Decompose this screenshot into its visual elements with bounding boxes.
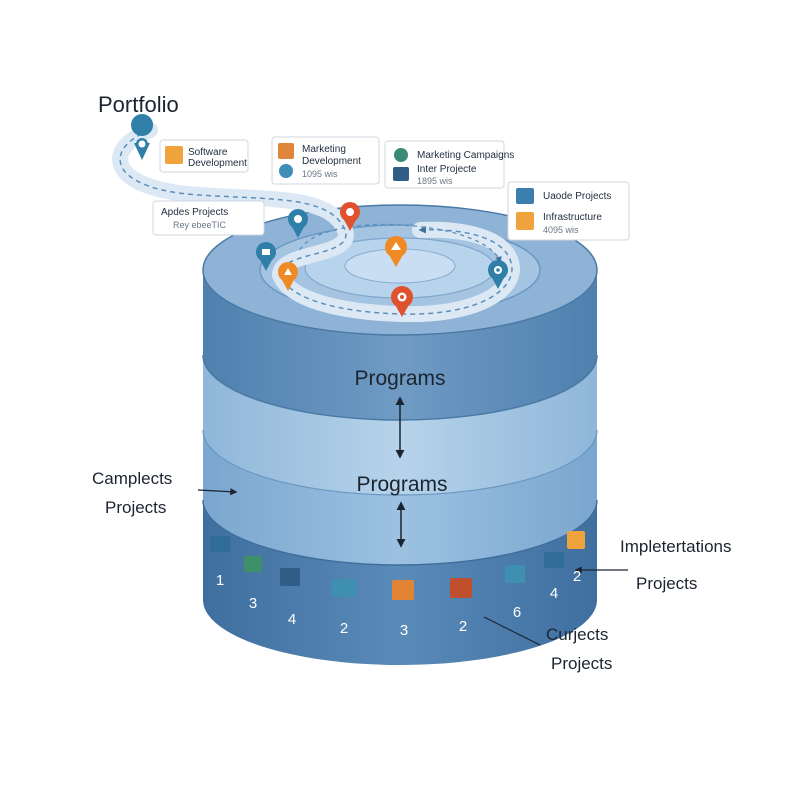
right-label-line1: Impletertations: [620, 537, 732, 556]
briefcase-icon: [278, 143, 294, 159]
marker-blue-icon: [131, 114, 154, 160]
project-6: 2: [450, 578, 472, 635]
card-infrastructure: Uaode Projects Infrastructure 4095 wis: [507, 181, 630, 241]
card-software-development: Software Development: [159, 139, 249, 173]
programs-upper-label: Programs: [354, 367, 445, 390]
toolbox-icon: [450, 578, 472, 598]
svg-text:2: 2: [340, 620, 348, 637]
svg-text:1095 wis: 1095 wis: [302, 169, 338, 179]
left-label-line1: Camplects: [92, 469, 172, 488]
project-markers: [131, 114, 508, 317]
svg-text:4: 4: [550, 585, 558, 602]
project-4: 2: [332, 579, 356, 637]
marker-blue-icon: [256, 242, 276, 271]
right-label-line2: Projects: [636, 574, 697, 593]
svg-text:3: 3: [249, 595, 257, 612]
project-3: 4: [280, 568, 300, 628]
briefcase-icon: [567, 531, 585, 549]
svg-text:Development: Development: [302, 156, 361, 167]
cylinder: [202, 204, 598, 665]
marker-orange-icon: [385, 236, 407, 267]
arrow-icon: [197, 488, 238, 496]
card-marketing-campaigns: Marketing Campaigns Inter Projecte 1895 …: [384, 140, 514, 189]
screen-icon: [516, 188, 534, 204]
card-apdes-projects: Apdes Projects Rey ebeeTIC: [152, 200, 265, 236]
programs-lower-label: Programs: [356, 473, 447, 496]
svg-text:2: 2: [459, 618, 467, 635]
connector-line: [483, 616, 541, 646]
bottom-label-line1: Curjects: [546, 625, 608, 644]
project-cards: Software Development Marketing Developme…: [152, 136, 630, 241]
svg-text:Apdes Projects: Apdes Projects: [161, 207, 228, 218]
marker-red-icon: [391, 286, 413, 317]
marker-orange-icon: [278, 262, 298, 291]
project-7: 6: [505, 565, 525, 621]
document-icon: [280, 568, 300, 586]
project-5: 3: [392, 580, 414, 639]
marker-blue-icon: [288, 209, 308, 238]
svg-text:Marketing: Marketing: [302, 144, 346, 155]
bottom-label-line2: Projects: [551, 654, 612, 673]
map-icon: [505, 565, 525, 583]
project-1: 1: [210, 536, 230, 589]
svg-text:4095 wis: 4095 wis: [543, 225, 579, 235]
project-8: 4: [544, 552, 564, 602]
gauge-icon: [279, 164, 293, 178]
clipboard-icon: [544, 552, 564, 568]
svg-text:Infrastructure: Infrastructure: [543, 212, 602, 223]
monitor-icon: [393, 167, 409, 181]
chart-icon: [516, 212, 534, 230]
marker-blue-icon: [488, 260, 508, 289]
svg-text:Marketing Campaigns: Marketing Campaigns: [417, 150, 514, 161]
left-label-line2: Projects: [105, 498, 166, 517]
package-icon: [392, 580, 414, 600]
crate-icon: [332, 579, 356, 597]
svg-text:1: 1: [216, 572, 224, 589]
box-icon: [244, 556, 262, 572]
project-2: 3: [244, 556, 262, 612]
machine-icon: [210, 536, 230, 552]
diagram-title: Portfolio: [98, 92, 179, 117]
gear-icon: [394, 148, 408, 162]
svg-text:Rey ebeeTIC: Rey ebeeTIC: [173, 220, 227, 230]
svg-text:Software: Software: [188, 147, 228, 158]
svg-text:2: 2: [573, 568, 581, 585]
card-marketing-development: Marketing Development 1095 wis: [271, 136, 380, 185]
svg-text:Development: Development: [188, 158, 247, 169]
svg-text:3: 3: [400, 622, 408, 639]
box-icon: [165, 146, 183, 164]
project-9: 2: [567, 531, 585, 585]
bottom-projects: 1 3 4 2 3 2 6 4: [210, 531, 585, 639]
svg-text:Uaode Projects: Uaode Projects: [543, 191, 611, 202]
svg-text:6: 6: [513, 604, 521, 621]
marker-red-icon: [340, 202, 360, 231]
svg-text:1895 wis: 1895 wis: [417, 176, 453, 186]
svg-text:4: 4: [288, 611, 296, 628]
svg-text:Inter Projecte: Inter Projecte: [417, 164, 477, 175]
